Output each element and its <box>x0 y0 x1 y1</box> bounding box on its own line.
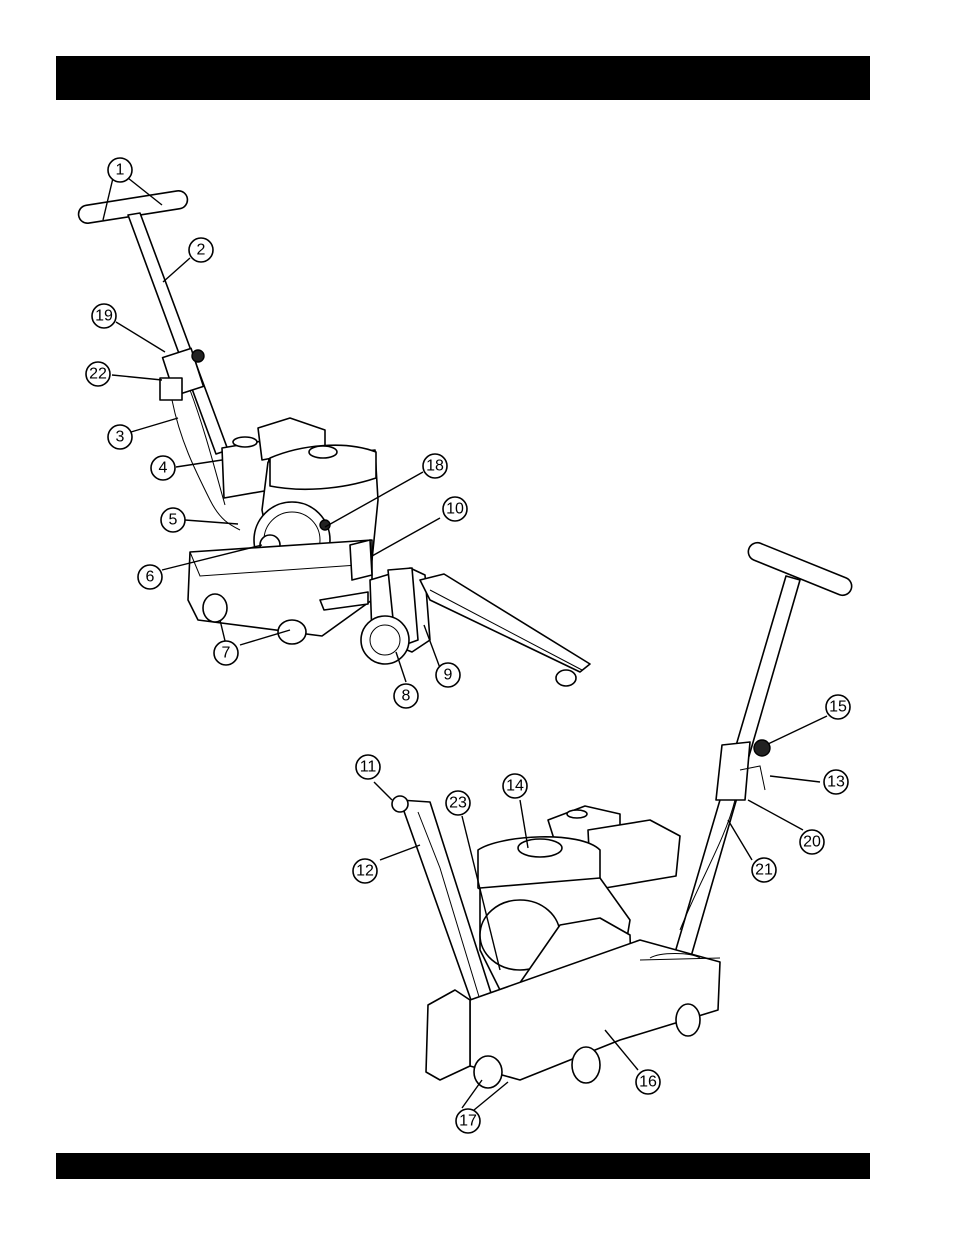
callout-21: 21 <box>752 858 776 882</box>
callout-7: 7 <box>214 641 238 665</box>
svg-text:4: 4 <box>159 460 168 477</box>
callout-23: 23 <box>446 791 470 815</box>
svg-text:20: 20 <box>803 834 821 851</box>
callout-15: 15 <box>826 695 850 719</box>
svg-text:5: 5 <box>169 512 178 529</box>
svg-text:18: 18 <box>426 458 444 475</box>
svg-text:15: 15 <box>829 699 847 716</box>
callout-11: 11 <box>356 755 380 779</box>
callout-13: 13 <box>824 770 848 794</box>
callout-2: 2 <box>189 238 213 262</box>
callout-3: 3 <box>108 425 132 449</box>
callout-16: 16 <box>636 1070 660 1094</box>
callout-14: 14 <box>503 774 527 798</box>
callout-1: 1 <box>108 158 132 182</box>
callout-18: 18 <box>423 454 447 478</box>
svg-text:21: 21 <box>755 862 773 879</box>
callout-10: 10 <box>443 497 467 521</box>
callout-19: 19 <box>92 304 116 328</box>
svg-text:13: 13 <box>827 774 845 791</box>
svg-text:2: 2 <box>197 242 206 259</box>
svg-text:3: 3 <box>116 429 125 446</box>
svg-text:7: 7 <box>222 645 231 662</box>
svg-text:8: 8 <box>402 688 411 705</box>
svg-text:12: 12 <box>356 863 374 880</box>
callout-17: 17 <box>456 1109 480 1133</box>
svg-text:1: 1 <box>116 162 125 179</box>
callout-12: 12 <box>353 859 377 883</box>
callout-20: 20 <box>800 830 824 854</box>
callout-22: 22 <box>86 362 110 386</box>
svg-text:6: 6 <box>146 569 155 586</box>
svg-text:9: 9 <box>444 667 453 684</box>
callout-9: 9 <box>436 663 460 687</box>
callout-4: 4 <box>151 456 175 480</box>
callout-8: 8 <box>394 684 418 708</box>
svg-text:19: 19 <box>95 308 113 325</box>
upper-machine-illustration <box>77 190 590 686</box>
callout-5: 5 <box>161 508 185 532</box>
svg-text:10: 10 <box>446 501 464 518</box>
callout-6: 6 <box>138 565 162 589</box>
svg-text:11: 11 <box>360 759 377 776</box>
svg-text:22: 22 <box>89 366 107 383</box>
svg-text:14: 14 <box>506 778 524 795</box>
svg-text:23: 23 <box>449 795 467 812</box>
svg-text:17: 17 <box>459 1113 477 1130</box>
svg-text:16: 16 <box>639 1074 657 1091</box>
